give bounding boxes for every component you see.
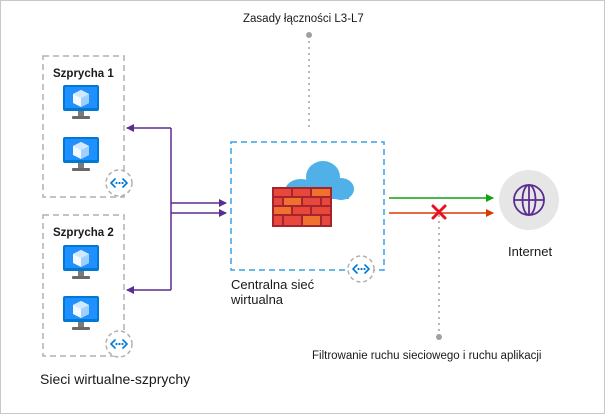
vnet-peering-icon xyxy=(105,169,133,197)
spoke2-box xyxy=(42,214,125,357)
spoke-vnets-label: Sieci wirtualne-szprychy xyxy=(40,371,191,387)
peering-connectors xyxy=(126,124,227,294)
vm-icon xyxy=(63,137,99,171)
block-x-icon xyxy=(431,204,447,220)
spoke1-box xyxy=(42,55,125,198)
vnet-peering-icon xyxy=(105,330,133,358)
vnet-peering-icon xyxy=(347,255,375,283)
vm-icon xyxy=(63,245,99,279)
connectivity-policy-label: Zasady łączności L3-L7 xyxy=(243,13,364,25)
globe-icon xyxy=(499,170,559,230)
policy-dot-top xyxy=(306,32,312,38)
spoke1-label: Szprycha 1 xyxy=(53,68,114,80)
traffic-filtering-label: Filtrowanie ruchu sieciowego i ruchu apl… xyxy=(312,350,542,362)
vm-icon xyxy=(63,296,99,330)
spoke2-label: Szprycha 2 xyxy=(53,227,114,239)
internet-label: Internet xyxy=(508,244,553,259)
hub-label: Centralna sieć wirtualna xyxy=(231,277,315,307)
firewall-icon xyxy=(272,187,332,227)
filter-dot xyxy=(436,334,442,340)
vm-icon xyxy=(63,85,99,119)
